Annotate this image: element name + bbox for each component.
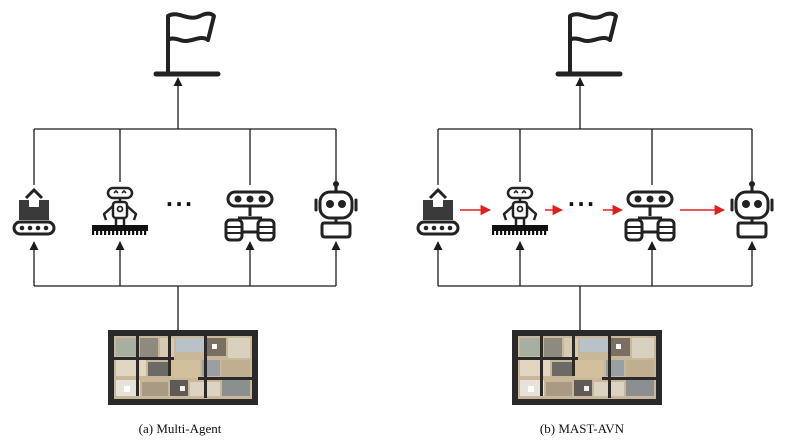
flag-icon (156, 14, 218, 74)
panel-a (12, 14, 358, 405)
floorplan-image (108, 330, 258, 405)
tracked-robot-icon (224, 190, 276, 242)
panel-caption-a: (a) Multi-Agent (138, 421, 222, 436)
agent-ellipsis: ··· (567, 192, 597, 216)
round-head-robot-icon (730, 179, 774, 239)
humanoid-tracked-robot-icon (490, 186, 550, 237)
round-head-robot-icon (314, 179, 358, 239)
agent-ellipsis: ··· (165, 192, 195, 216)
panel-b (416, 14, 774, 405)
panel-caption-b: (b) MAST-AVN (539, 421, 625, 436)
floorplan-image (512, 330, 662, 405)
conveyor-box-robot-icon (12, 188, 56, 236)
humanoid-tracked-robot-icon (90, 186, 150, 237)
tracked-robot-icon (624, 190, 676, 242)
conveyor-box-robot-icon (416, 188, 460, 236)
flag-icon (558, 14, 620, 74)
